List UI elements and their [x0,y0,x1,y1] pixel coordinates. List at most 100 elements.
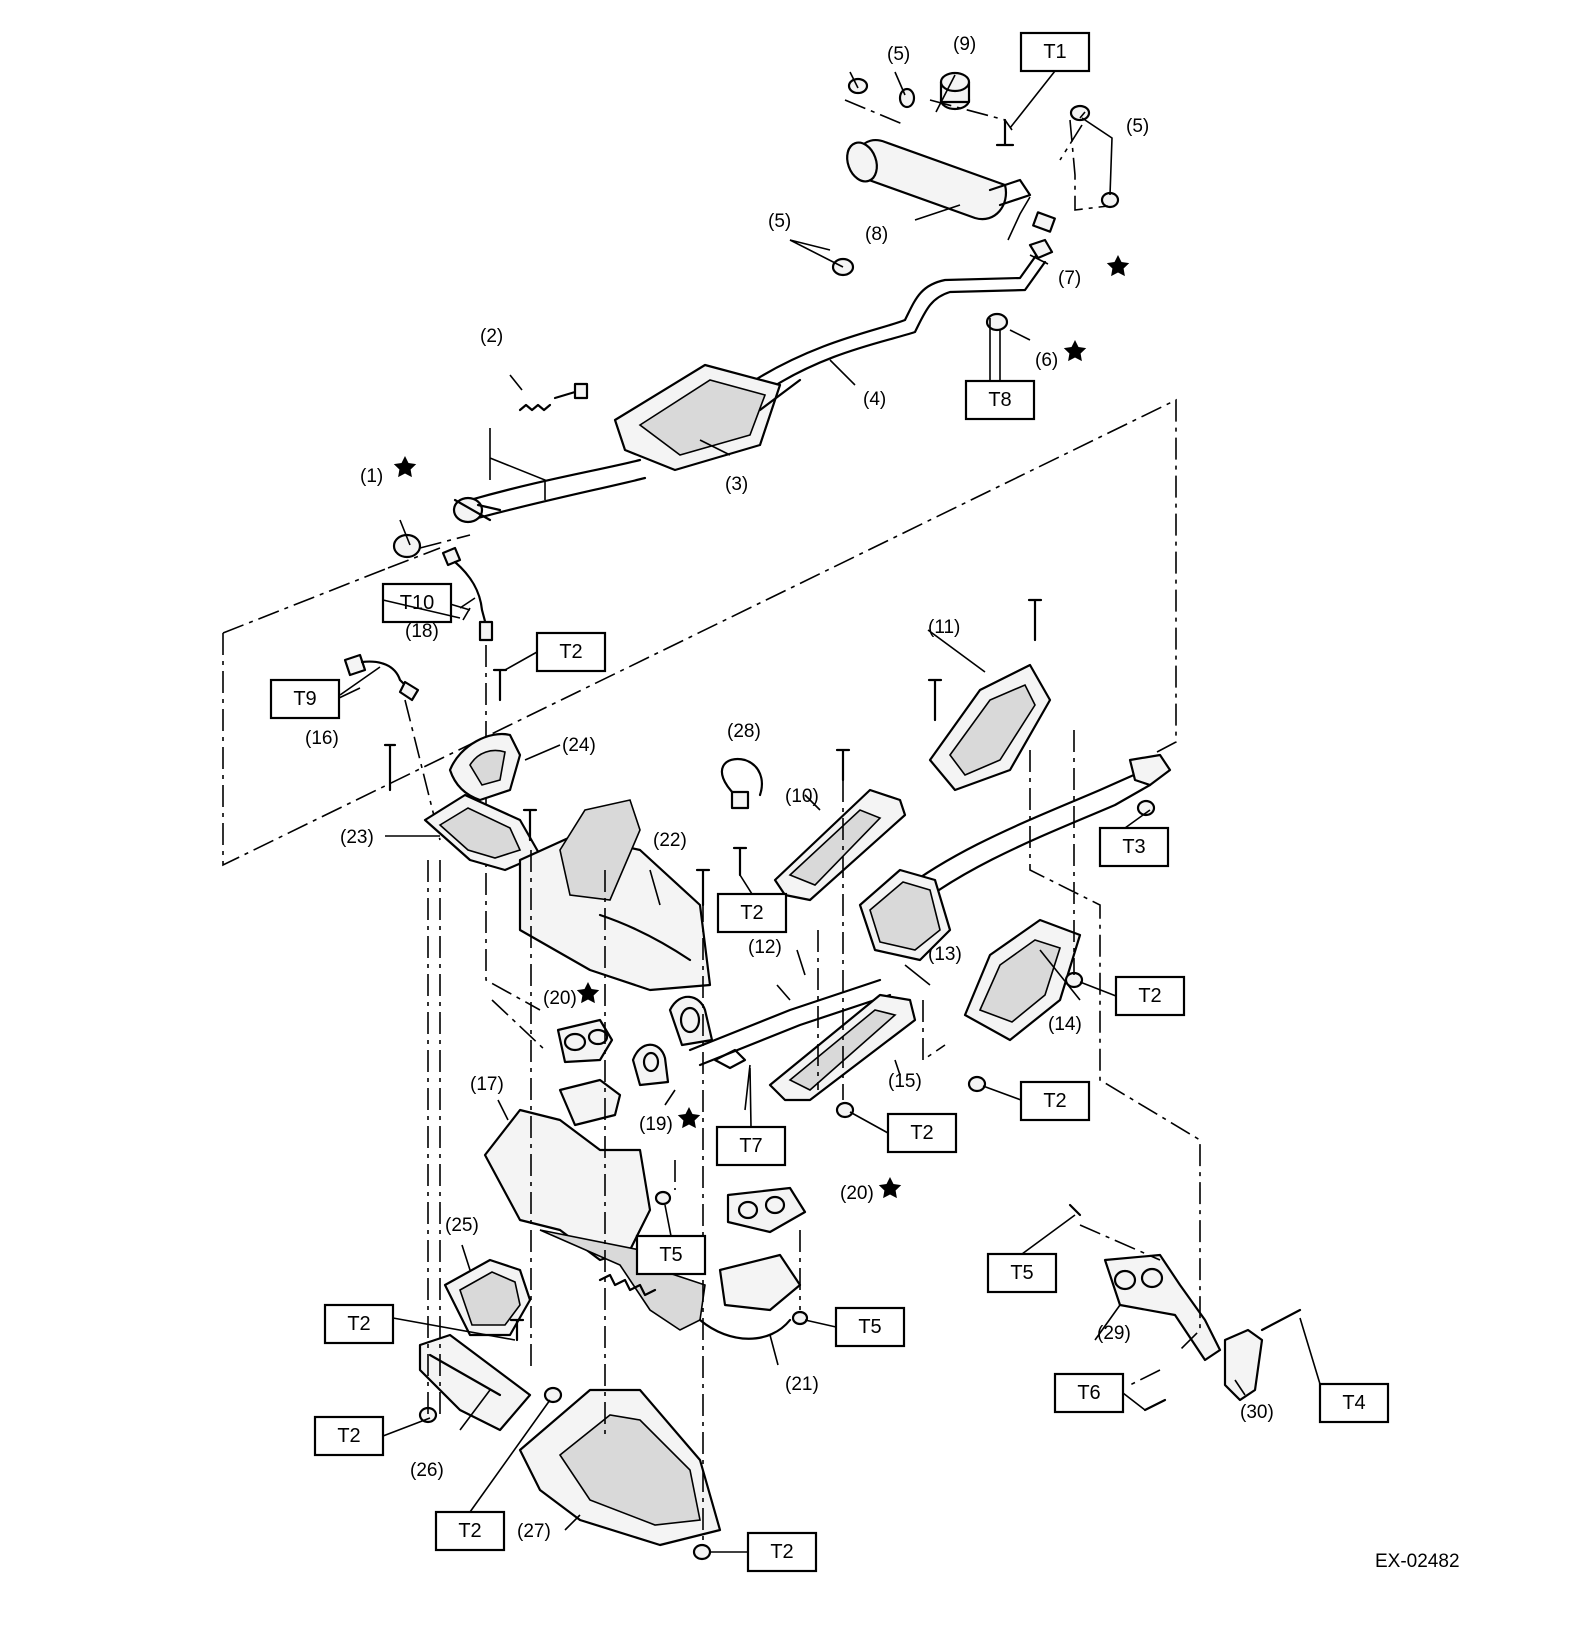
callout-17: (17) [470,1074,504,1095]
torque-t2-a: T2 [535,631,607,673]
svg-text:T5: T5 [858,1316,881,1338]
heat-shield-22 [518,799,712,992]
fastener-nuts [418,799,1156,1561]
callout-30: (30) [1240,1402,1274,1423]
torque-t2-f: T2 [323,1303,395,1345]
callout-labels: (5) (9) (5) (8) (5) (7) (6) (4) (2) (3) … [305,34,1274,1542]
svg-text:T3: T3 [1122,836,1145,858]
cover-24 [448,732,522,802]
torque-t2-b: T2 [716,892,788,934]
figure-code: EX-02482 [1375,1551,1460,1572]
gaskets-19-20 [556,995,807,1234]
svg-text:T2: T2 [1138,985,1161,1007]
callout-1: (1) [360,466,383,487]
callout-23: (23) [340,827,374,848]
callout-16: (16) [305,728,339,749]
callout-15: (15) [888,1071,922,1092]
callout-12: (12) [748,937,782,958]
muffler-assembly [846,139,1056,233]
bracket-7 [713,1048,747,1070]
callout-14: (14) [1048,1014,1082,1035]
callout-9: (9) [953,34,976,55]
cover-25 [443,1258,532,1337]
heat-shield-11 [928,663,1052,792]
callout-24: (24) [562,735,596,756]
callout-5a: (5) [887,44,910,65]
callout-21: (21) [785,1374,819,1395]
torque-t9: T9 [269,678,341,720]
torque-t6: T6 [1053,1372,1125,1414]
vertical-alignment-dash [427,730,1201,1545]
assembly-frame-dash [222,398,1177,867]
torque-t2-g: T2 [313,1415,385,1457]
star-icon [1063,340,1087,362]
torque-t8: T8 [964,379,1036,421]
svg-text:T9: T9 [293,688,316,710]
callout-28: (28) [727,721,761,742]
svg-text:T7: T7 [739,1135,762,1157]
torque-t2-e: T2 [886,1112,958,1154]
star-icon [878,1177,902,1199]
torque-labels: T1 T8 T10 T2 T9 T3 T2 T2 T2 T2 T7 T5 T5 … [269,31,1390,1573]
callout-7: (7) [1058,268,1081,289]
hangers-5 [831,77,1120,277]
torque-t7: T7 [715,1125,787,1167]
spring-bracket-lines [489,428,546,500]
callout-19: (19) [639,1114,673,1135]
center-pipe-4 [753,248,1042,382]
torque-leaders [338,70,1321,1553]
front-exhaust-pipe-17 [483,1078,802,1331]
callout-3: (3) [725,474,748,495]
torque-t10: T10 [381,582,453,624]
nut-t5-upper [654,1190,672,1206]
callout-27: (27) [517,1521,551,1542]
callout-5c: (5) [768,211,791,232]
torque-t2-i: T2 [746,1531,818,1573]
torque-t2-d: T2 [1019,1080,1091,1122]
nut-t5 [791,1310,809,1326]
torque-t4: T4 [1318,1382,1390,1424]
bracket-29 [1103,1253,1222,1362]
bolt-t4 [1260,1308,1302,1332]
callout-11: (11) [928,617,960,638]
star-icon [677,1107,701,1129]
rear-catalytic-pipe-3 [452,363,802,524]
svg-text:T10: T10 [400,592,434,614]
torque-t2-h: T2 [434,1510,506,1552]
callout-20a: (20) [543,988,577,1009]
callout-5b: (5) [1126,116,1149,137]
replace-part-stars [393,255,1130,1199]
clamp-28 [720,757,763,810]
svg-text:T2: T2 [559,641,582,663]
callout-26: (26) [410,1460,444,1481]
callout-20b: (20) [840,1183,874,1204]
torque-t5-c: T5 [834,1306,906,1348]
callout-4: (4) [863,389,886,410]
self-locking-nut-6 [985,312,1009,332]
svg-text:T2: T2 [1043,1090,1066,1112]
svg-text:T2: T2 [347,1313,370,1335]
callout-13: (13) [928,944,962,965]
callout-6: (6) [1035,350,1058,371]
callout-2: (2) [480,326,503,347]
cover-26 [418,1333,532,1432]
torque-t1: T1 [1019,31,1091,73]
svg-text:T5: T5 [1010,1262,1033,1284]
svg-text:T2: T2 [337,1425,360,1447]
gasket-1 [392,533,422,559]
svg-text:T6: T6 [1077,1382,1100,1404]
gasket-7 [1028,238,1054,260]
callout-22: (22) [653,830,687,851]
svg-text:T2: T2 [770,1541,793,1563]
star-icon [576,982,600,1004]
svg-text:T2: T2 [740,902,763,924]
heat-shield-14 [963,918,1082,1042]
muffler-bolt [995,118,1015,147]
rear-oxygen-sensor-18 [441,546,494,642]
svg-text:T2: T2 [910,1122,933,1144]
callout-18: (18) [405,621,439,642]
lower-cover-27 [518,1388,722,1547]
callout-29: (29) [1097,1323,1131,1344]
svg-text:T1: T1 [1043,41,1066,63]
